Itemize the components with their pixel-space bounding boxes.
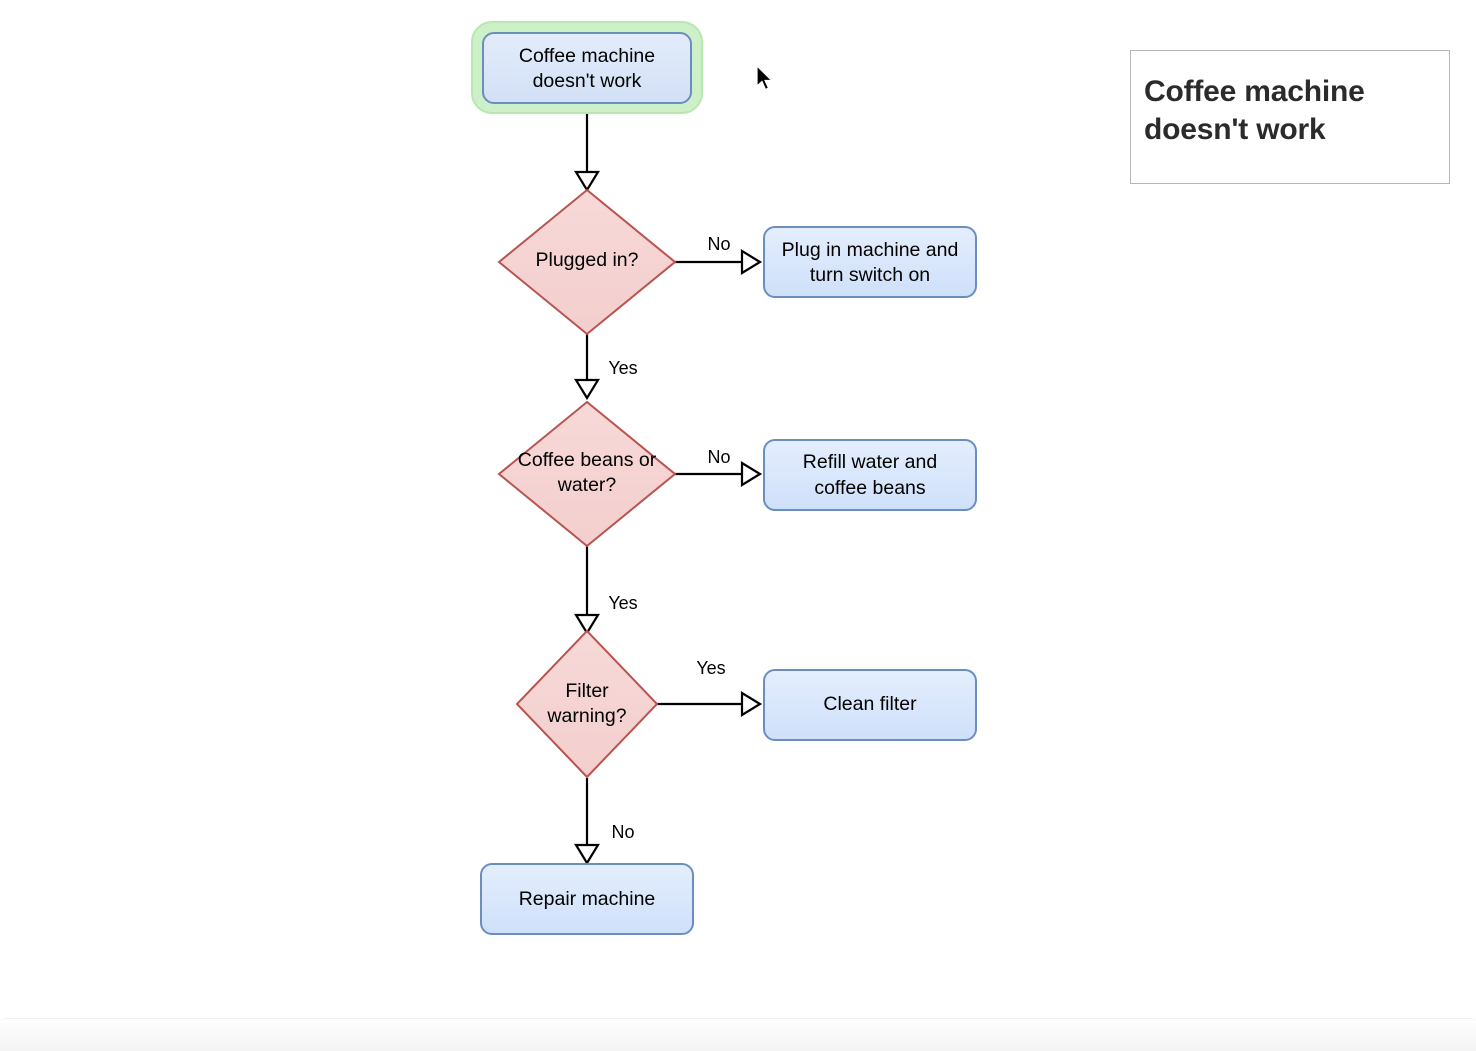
edge-label-beans-yes: Yes xyxy=(608,593,637,613)
node-repair-machine-label: Repair machine xyxy=(519,888,656,910)
node-plugged-in-shape[interactable] xyxy=(497,188,677,336)
node-refill-label: Refill water and xyxy=(803,451,937,473)
node-plugged-in-label: Plugged in? xyxy=(535,249,638,271)
edge-label-filter-yes: Yes xyxy=(696,658,725,678)
node-refill-shape[interactable] xyxy=(763,439,977,511)
edge-plugged-yes[interactable]: Yes xyxy=(574,332,638,401)
node-filter-warning-label: Filter xyxy=(565,680,609,702)
node-beans-or-water[interactable]: Coffee beans or water? xyxy=(497,400,677,548)
edge-label-beans-no: No xyxy=(707,447,730,467)
node-filter-warning-label-line2: warning? xyxy=(546,705,626,727)
edge-beans-yes[interactable]: Yes xyxy=(574,544,638,636)
node-start[interactable]: Coffee machine doesn't work xyxy=(471,21,703,114)
edge-filter-no[interactable]: No xyxy=(574,778,635,866)
node-plugged-in[interactable]: Plugged in? xyxy=(497,188,677,336)
node-refill[interactable]: Refill water and coffee beans xyxy=(763,439,977,511)
edge-label-plugged-no: No xyxy=(707,234,730,254)
node-repair-machine[interactable]: Repair machine xyxy=(480,863,694,935)
node-beans-or-water-shape[interactable] xyxy=(497,400,677,548)
node-clean-filter-shape[interactable] xyxy=(763,669,977,741)
node-plug-in-machine-label: Plug in machine and xyxy=(782,239,959,261)
outline-preview-panel[interactable]: Coffee machine doesn't work xyxy=(1130,50,1450,184)
node-clean-filter[interactable]: Clean filter xyxy=(763,669,977,741)
node-beans-or-water-label-line2: water? xyxy=(557,474,617,496)
page-bottom-edge xyxy=(0,1018,1476,1051)
node-plug-in-machine-shape[interactable] xyxy=(763,226,977,298)
node-clean-filter-label: Clean filter xyxy=(823,693,917,715)
edge-plugged-no[interactable]: No xyxy=(675,234,763,275)
edge-beans-no[interactable]: No xyxy=(675,447,763,487)
node-filter-warning-shape[interactable] xyxy=(515,629,659,779)
node-refill-label-line2: coffee beans xyxy=(814,477,926,499)
edge-label-plugged-yes: Yes xyxy=(608,358,637,378)
edge-start-to-plugged[interactable] xyxy=(574,103,600,193)
node-start-label: Coffee machine xyxy=(519,45,655,67)
node-filter-warning[interactable]: Filter warning? xyxy=(515,629,659,779)
node-plug-in-machine[interactable]: Plug in machine and turn switch on xyxy=(763,226,977,298)
node-start-shape[interactable] xyxy=(482,32,692,104)
node-repair-machine-shape[interactable] xyxy=(480,863,694,935)
node-plug-in-machine-label-line2: turn switch on xyxy=(810,264,930,286)
edge-label-filter-no: No xyxy=(611,822,634,842)
outline-panel-text: Coffee machine doesn't work xyxy=(1144,75,1365,147)
node-beans-or-water-label: Coffee beans or xyxy=(518,449,657,471)
edge-filter-yes[interactable]: Yes xyxy=(657,658,763,717)
node-start-label-line2: doesn't work xyxy=(533,70,642,92)
